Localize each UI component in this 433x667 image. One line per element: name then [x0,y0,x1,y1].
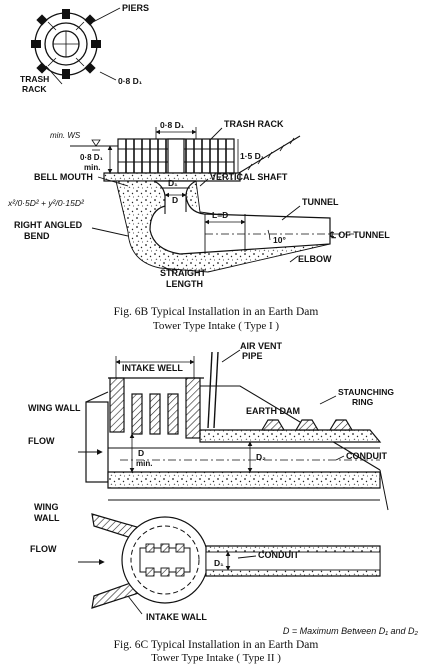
label-trash-rack-section: TRASH RACK [224,119,284,129]
label-intake-well: INTAKE WELL [122,363,183,373]
label-trash-plan-2: RACK [22,84,47,94]
label-l-eq-d: L=D [212,210,228,220]
piers-leader [92,7,121,23]
fig6b-section [70,127,354,273]
label-bend: BEND [24,231,50,241]
label-cl-tunnel: ℄ OF TUNNEL [329,230,390,240]
note-d-definition: D = Maximum Between D₁ and D₂ [283,626,419,636]
label-d1-section: D₁ [168,178,178,188]
label-length: LENGTH [166,279,203,289]
trash-rack-section-leader [209,127,223,141]
label-pipe: PIPE [242,351,263,361]
dam-slope [233,135,301,177]
caption-6c-line2: Tower Type Intake ( Type II ) [151,652,281,664]
label-d2: D₂ [256,452,266,462]
label-d-min-d: D [138,448,144,458]
label-straight: STRAIGHT [160,268,207,278]
wing-wall-section [85,401,109,483]
label-d1-plan: D₁ [214,558,224,568]
trash-rack-tower [117,138,235,174]
label-bell-mouth: BELL MOUTH [34,172,93,182]
label-ten-degrees: 10° [273,235,286,245]
fig6b-plan [31,7,121,85]
label-wall: WALL [34,513,60,523]
fig6c-section [78,349,389,511]
label-conduit-plan: CONDUIT [258,550,299,560]
conduit-top-wall [199,429,382,443]
label-d-section: D [172,195,178,205]
label-earth-dam: EARTH DAM [246,406,300,416]
label-tunnel: TUNNEL [302,197,339,207]
caption-6b-line1: Fig. 6B Typical Installation in an Earth… [114,306,319,318]
label-flow-plan: FLOW [30,544,57,554]
caption-6c-line1: Fig. 6C Typical Installation in an Earth… [114,639,319,651]
label-trash-plan-1: TRASH [20,74,49,84]
label-conduit-section: CONDUIT [346,451,387,461]
label-intake-wall: INTAKE WALL [146,612,207,622]
label-08d1-plan: 0·8 D₁ [118,76,143,86]
label-15d1: 1·5 D₁ [240,151,265,161]
label-bell-equation: x²/0·5D² + y²/0·15D² [7,198,85,208]
label-elbow: ELBOW [298,254,332,264]
label-right-angled: RIGHT ANGLED [14,220,83,230]
label-air-vent: AIR VENT [240,341,283,351]
label-min: min. [84,163,100,172]
trash-rack-leader [45,65,63,85]
label-vertical-shaft: VERTICAL SHAFT [210,172,288,182]
caption-6b-line2: Tower Type Intake ( Type I ) [153,320,280,332]
label-wing: WING [34,502,59,512]
trash-rack-inner-ring [44,22,88,66]
fig6c-plan [78,513,381,615]
label-piers: PIERS [122,3,149,13]
label-08d1-min: 0·8 D₁ [80,153,104,162]
bell-mouth-and-shaft [149,180,331,255]
label-wing-wall-section: WING WALL [28,403,81,413]
conduit-bottom-wall [107,471,381,489]
air-vent-pipe [207,351,213,429]
label-d-min-min: min. [136,459,152,468]
label-staunching: STAUNCHING [338,387,394,397]
label-ring: RING [352,397,374,407]
label-08d1-top: 0·8 D₁ [160,120,185,130]
label-min-ws: min. WS [50,131,81,140]
staunching-rings [260,419,354,431]
label-flow-section: FLOW [28,436,55,446]
